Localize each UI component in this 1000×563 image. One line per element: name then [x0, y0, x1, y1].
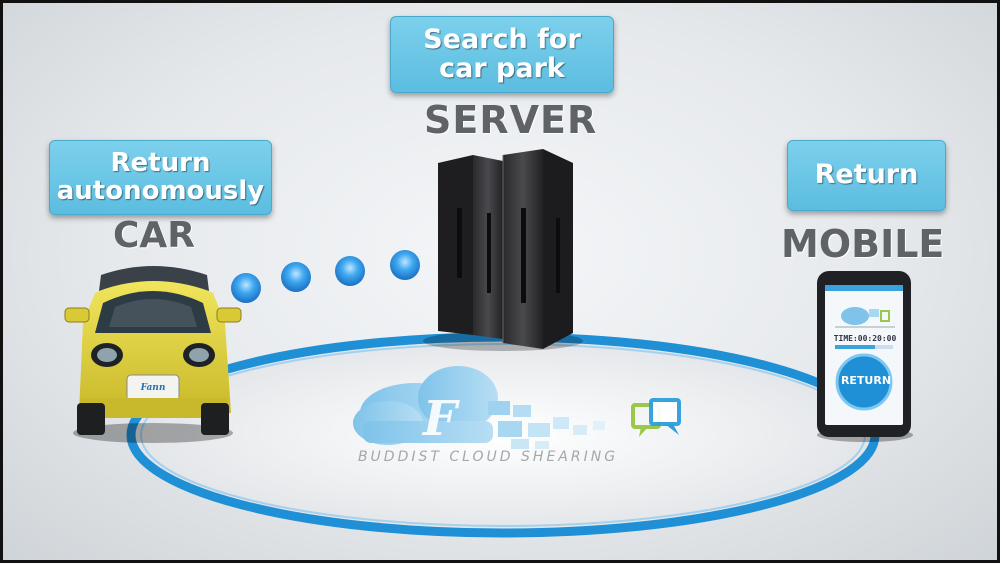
mobile-label: MOBILE — [781, 222, 945, 266]
server-action-bubble: Search for car park — [390, 16, 614, 93]
mobile-action-bubble: Return — [787, 140, 946, 211]
connection-dot — [335, 256, 365, 286]
car-action-bubble: Return autonomously — [49, 140, 272, 215]
connection-dots — [231, 250, 420, 303]
car-badge: Fann — [140, 383, 166, 393]
phone-return-label: RETURN — [840, 374, 892, 387]
server-tower-icon — [423, 149, 583, 351]
logo-text: BUDDIST CLOUD SHEARING — [357, 449, 619, 465]
phone-icon — [817, 271, 913, 442]
server-label: SERVER — [424, 98, 598, 142]
phone-return-button-shape — [835, 353, 893, 411]
connection-dot — [231, 273, 261, 303]
connection-dot — [390, 250, 420, 280]
scene-graphics: F — [64, 149, 913, 538]
phone-timer: TIME:00:20:00 — [833, 334, 897, 343]
connection-dot — [281, 262, 311, 292]
car-icon — [64, 266, 242, 443]
cloud-f-logo-icon: F — [353, 366, 681, 449]
svg-text:F: F — [421, 391, 460, 447]
car-label: CAR — [113, 215, 196, 256]
